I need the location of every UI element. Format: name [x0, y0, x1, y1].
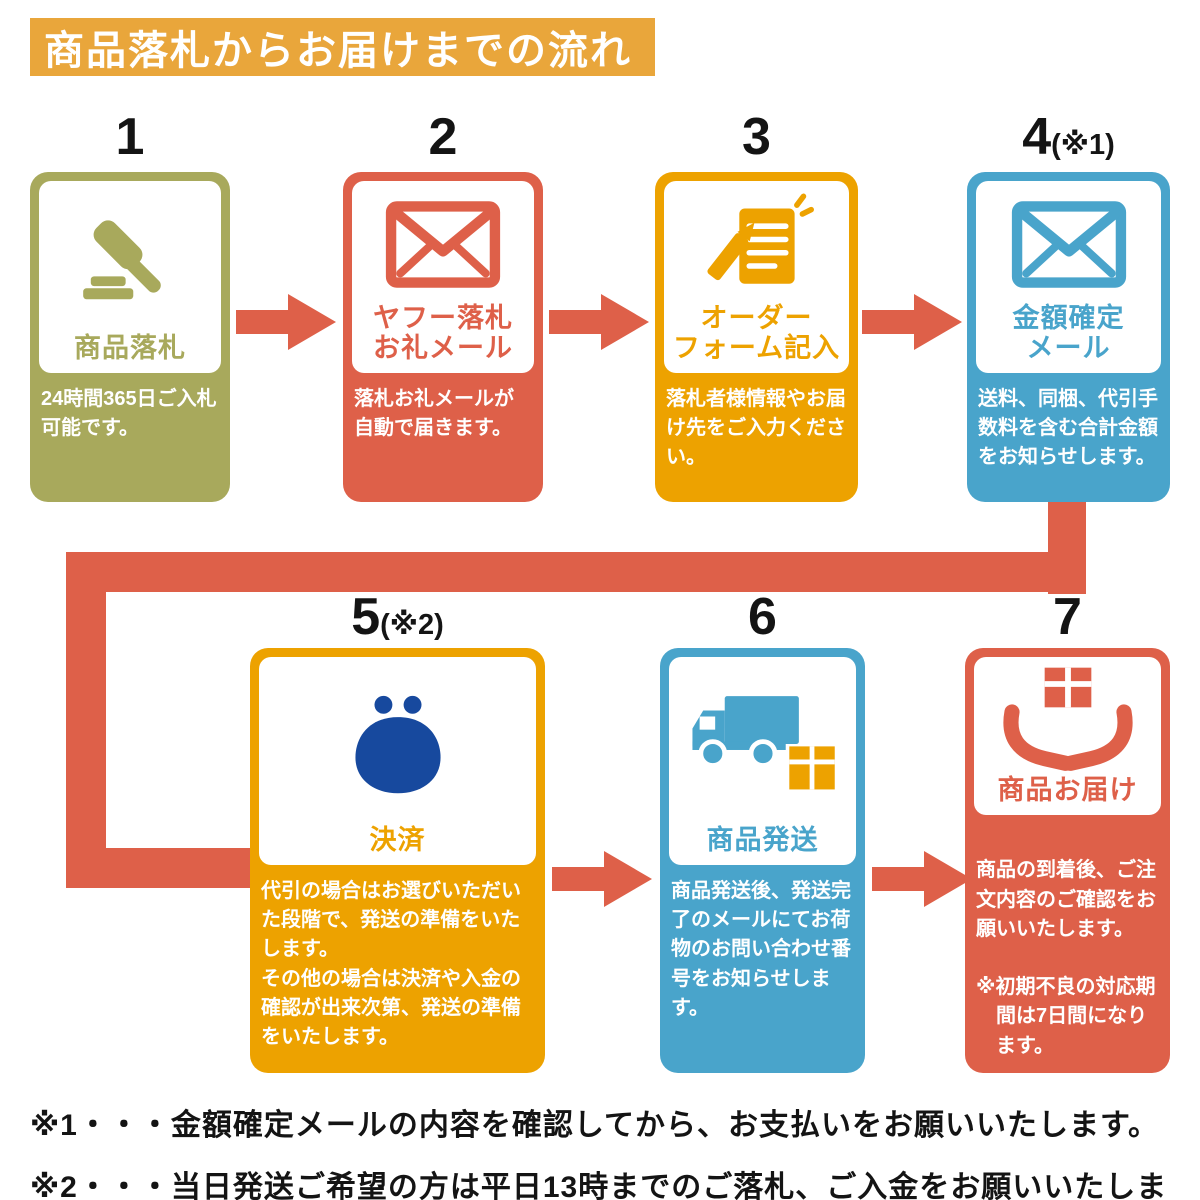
flow-step-7: 商品お届け 商品の到着後、ご注文内容のご確認をお願いいたします。 ※初期不良の対… [965, 648, 1170, 1073]
step-number-suffix: (※1) [1051, 129, 1115, 161]
flow-step-3: オーダー フォーム記入 落札者様情報やお届け先をご入力ください。 [655, 172, 858, 502]
step-2-desc: 落札お礼メールが自動で届きます。 [354, 388, 514, 440]
flow-connector-segment [66, 848, 254, 888]
step-4-panel: 金額確定 メール [976, 181, 1161, 373]
step-number-6: 6 [660, 588, 865, 654]
step-2-title: ヤフー落札 お礼メール [373, 302, 513, 363]
step-4-title: 金額確定 メール [1012, 302, 1125, 363]
flow-step-1: 商品落札 24時間365日ご入札可能です。 [30, 172, 230, 502]
footnote-2: ※2・・・当日発送ご希望の方は平日13時までのご落札、ご入金をお願いいたします。 [30, 1171, 1168, 1200]
step-3-desc: 落札者様情報やお届け先をご入力ください。 [666, 388, 846, 469]
flow-arrow [236, 294, 336, 350]
order-form-icon [664, 181, 849, 303]
gavel-icon [39, 181, 221, 333]
step-1-panel: 商品落札 [39, 181, 221, 373]
step-7-panel: 商品お届け [974, 657, 1161, 816]
step-6-title: 商品発送 [706, 824, 819, 855]
step-number-text: 6 [748, 588, 777, 646]
step-number-text: 7 [1053, 588, 1082, 646]
flow-arrow [549, 294, 649, 350]
delivery-hands-icon [974, 657, 1161, 775]
step-number-5: 5(※2) [250, 588, 545, 654]
step-3-title: オーダー フォーム記入 [672, 302, 841, 363]
step-number-text: 1 [115, 108, 145, 166]
step-4-desc: 送料、同梱、代引手数料を含む合計金額をお知らせします。 [978, 388, 1158, 469]
step-1-title: 商品落札 [74, 332, 186, 363]
step-number-suffix: (※2) [380, 609, 444, 641]
flow-step-2: ヤフー落札 お礼メール 落札お礼メールが自動で届きます。 [343, 172, 543, 502]
truck-icon [669, 657, 856, 825]
flow-arrow [552, 851, 652, 907]
step-number-2: 2 [343, 108, 543, 174]
step-6-desc: 商品発送後、発送完了のメールにてお荷物のお問い合わせ番号をお知らせします。 [671, 880, 851, 1019]
step-6-panel: 商品発送 [669, 657, 856, 865]
step-5-panel: 決済 [259, 657, 536, 865]
package-icon [788, 746, 835, 790]
step-number-3: 3 [655, 108, 858, 174]
step-7-note: ※初期不良の対応期間は7日間になります。 [976, 976, 1156, 1057]
step-number-7: 7 [965, 588, 1170, 654]
step-number-text: 4 [1022, 108, 1052, 166]
step-5-title: 決済 [369, 824, 426, 855]
step-7-desc: 商品の到着後、ご注文内容のご確認をお願いいたします。 ※初期不良の対応期間は7日… [965, 815, 1170, 1100]
step-number-text: 2 [428, 108, 458, 166]
step-7-desc-main: 商品の到着後、ご注文内容のご確認をお願いいたします。 [976, 859, 1156, 940]
footnotes: ※1・・・金額確定メールの内容を確認してから、お支払いをお願いいたします。 ※2… [30, 1100, 1180, 1200]
step-3-panel: オーダー フォーム記入 [664, 181, 849, 373]
flow-step-5: 決済 代引の場合はお選びいただいた段階で、発送の準備をいたします。 その他の場合… [250, 648, 545, 1073]
mail-icon [976, 181, 1161, 303]
step-number-text: 3 [742, 108, 771, 166]
step-7-title: 商品お届け [997, 775, 1138, 805]
step-number-4: 4(※1) [967, 108, 1170, 174]
mail-icon [352, 181, 534, 303]
step-5-desc: 代引の場合はお選びいただいた段階で、発送の準備をいたします。 その他の場合は決済… [261, 880, 521, 1048]
flow-connector-segment [66, 552, 106, 888]
flow-step-4: 金額確定 メール 送料、同梱、代引手数料を含む合計金額をお知らせします。 [967, 172, 1170, 502]
step-1-desc: 24時間365日ご入札可能です。 [41, 388, 217, 440]
flow-arrow [872, 851, 972, 907]
flow-step-6: 商品発送 商品発送後、発送完了のメールにてお荷物のお問い合わせ番号をお知らせしま… [660, 648, 865, 1073]
flow-arrow [862, 294, 962, 350]
step-number-1: 1 [30, 108, 230, 174]
step-2-panel: ヤフー落札 お礼メール [352, 181, 534, 373]
page-title: 商品落札からお届けまでの流れ [30, 18, 655, 76]
step-number-text: 5 [351, 588, 381, 646]
flow-connector-segment [66, 552, 1086, 592]
footnote-1: ※1・・・金額確定メールの内容を確認してから、お支払いをお願いいたします。 [30, 1109, 1159, 1142]
purse-icon [259, 657, 536, 825]
